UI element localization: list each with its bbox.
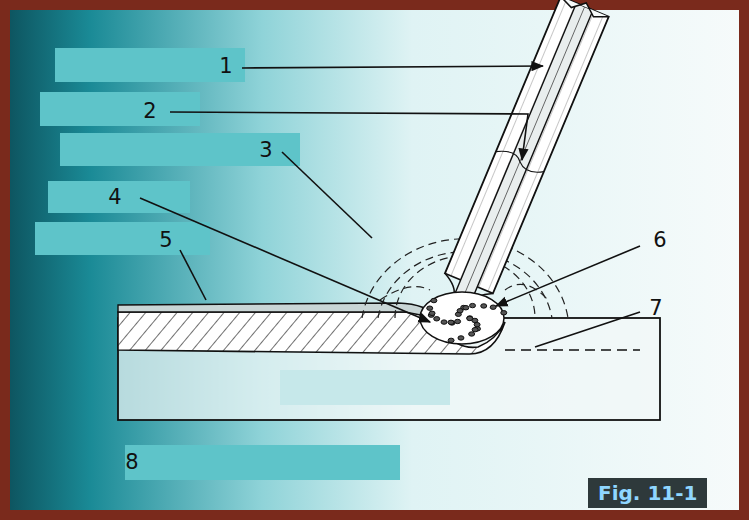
figure-number: Fig. 11-1 (598, 481, 697, 505)
callout-number: 2 (143, 101, 156, 122)
penetration-line (505, 349, 640, 351)
callout-number: 6 (653, 230, 666, 251)
electrode (438, 0, 610, 310)
arc-stream (420, 292, 504, 344)
figure-tag: Fig. 11-1 (588, 478, 707, 508)
callout-number: 1 (219, 56, 232, 77)
callout-number: 7 (649, 298, 662, 319)
metal-droplets (427, 298, 507, 342)
callout-number: 3 (259, 140, 272, 161)
callout-number: 5 (159, 230, 172, 251)
leader-lines (140, 66, 640, 347)
slag (118, 303, 436, 318)
callout-number: 4 (108, 187, 121, 208)
callout-number: 8 (125, 452, 138, 473)
frame (5, 5, 744, 515)
